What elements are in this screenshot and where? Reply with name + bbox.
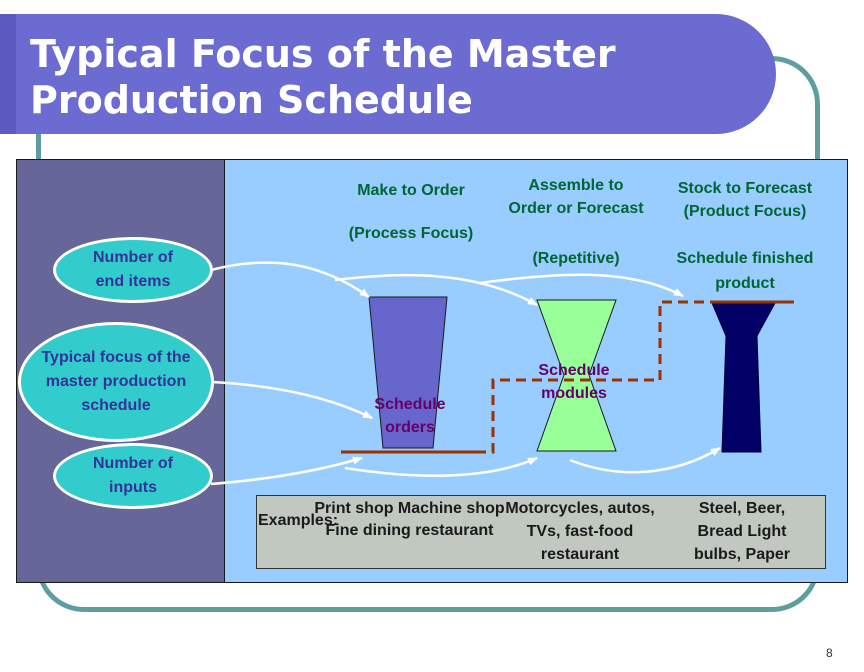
node-typical-focus-label: Typical focus of the master production s… (41, 349, 191, 414)
node-number-of-end-items: Number of end items (53, 237, 213, 303)
arrow-end-items-to-process (210, 261, 370, 299)
focus-line-dashed (476, 300, 712, 454)
examples-stock-to-forecast: Steel, Beer, Bread Light bulbs, Paper (693, 500, 791, 563)
title-bar: Typical Focus of the Master Production S… (0, 14, 776, 134)
node-number-of-inputs: Number of inputs (53, 443, 213, 509)
arrow-inputs-to-repetitive (344, 456, 538, 477)
arrow-inputs-to-process (210, 456, 363, 486)
process-focus-shape (368, 296, 448, 449)
arrow-inputs-to-product (569, 446, 721, 474)
product-focus-shape (711, 302, 776, 453)
arrow-end-items-to-product (479, 273, 684, 298)
examples-box (256, 495, 826, 569)
node-typical-focus: Typical focus of the master production s… (18, 322, 214, 442)
examples-label: Examples: (258, 512, 339, 529)
label-schedule-orders: Schedule orders (374, 396, 446, 436)
heading-stock-to-forecast: Stock to Forecast (Product Focus) (677, 180, 813, 220)
page-title: Typical Focus of the Master Production S… (30, 31, 616, 123)
sub-repetitive: (Repetitive) (532, 250, 620, 267)
arrow-end-items-to-repetitive (334, 273, 538, 307)
heading-assemble-to-order: Assemble to Order or Forecast (508, 177, 644, 217)
repetitive-shape (536, 299, 617, 452)
page-number: 8 (826, 646, 833, 660)
examples-assemble-to-order: Motorcycles, autos, TVs, fast-food resta… (505, 500, 655, 563)
arrow-focus-to-process (210, 380, 373, 420)
label-schedule-modules: Schedule modules (538, 362, 610, 402)
title-line-2: Production Schedule (30, 78, 473, 122)
sub-schedule-finished-product: Schedule finished product (676, 250, 814, 292)
title-accent (0, 14, 16, 134)
title-line-1: Typical Focus of the Master (30, 32, 616, 76)
node-number-of-end-items-label: Number of end items (93, 249, 173, 290)
node-number-of-inputs-label: Number of inputs (93, 455, 173, 496)
heading-make-to-order: Make to Order (357, 182, 465, 199)
sub-process-focus: (Process Focus) (348, 225, 474, 242)
examples-make-to-order: Print shop Machine shop Fine dining rest… (314, 500, 505, 539)
